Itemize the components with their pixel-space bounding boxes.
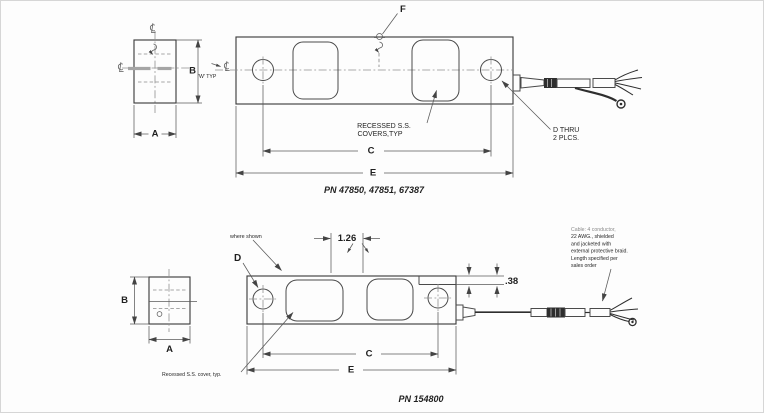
cable-sleeve [556,78,591,88]
where-shown-note: where shown [229,234,262,240]
ring-terminal-hole [619,102,623,106]
thread-callout-icon [378,42,383,52]
part-number-bottom: PN 154800 [398,394,443,404]
f-feature [376,33,383,40]
mini-leader [361,243,369,253]
cover-note: Recessed S.S. cover, typ. [162,372,221,378]
ground-wire [574,86,618,102]
end-view-outline [148,276,191,325]
frayed-wires [609,297,639,322]
w-typ-label: 'W' TYP [198,74,217,80]
braid-section [547,307,565,318]
leader-line [426,90,437,124]
braid-section [544,78,557,88]
bottom-main-view: 1.26 .38 where shown D C E [162,227,639,378]
load-cell-body-outline [246,275,457,325]
top-main-view: F 'W' TYP RECESSED S.S. COVERS,TYP D THR… [198,4,643,179]
leader-line [242,262,259,288]
recessed-cover [292,41,339,100]
cable-note-line4: external protective braid. [571,249,628,255]
hole-centerlines [424,284,452,312]
part-number-top: PN 47850, 47851, 67387 [324,185,425,195]
strain-relief-boot [520,76,545,89]
cable-note-line5: Length specified per [571,256,618,262]
dim-label-a: A [152,129,159,140]
cable-assembly [455,297,639,327]
strain-relief-boot [462,306,476,319]
dim-label-f: F [400,4,406,15]
dim-label-b: B [121,295,128,306]
dim-label-e: E [348,365,354,376]
top-drawing: B A F [117,4,643,195]
leader-line [211,63,221,67]
recessed-cover [366,278,414,321]
frayed-wires [614,69,643,96]
recessed-cover [411,39,460,102]
end-view-outline [133,39,177,104]
bottom-drawing: B A 1.26 [121,227,639,404]
centerline-symbol-icon [117,61,124,72]
hidden-lines [153,289,187,309]
leader-line [501,80,551,130]
ring-terminal-hole [631,320,634,324]
recessed-cover [285,279,344,322]
cable-note-line6: sales order [571,263,597,269]
dim-label-a: A [166,344,173,355]
cable-gland [455,304,464,321]
dim-label-c: C [366,349,373,360]
extension-lines [130,276,149,325]
dim-label-d: D [234,253,241,264]
leader-line [252,239,282,271]
thru-note-line2: 2 PLCS. [553,135,579,142]
leader-line [382,13,398,35]
dim-label-b: B [189,66,196,77]
bottom-end-view: B A [121,269,197,355]
extension-lines [330,233,364,273]
centerline-symbol-icon [223,60,230,71]
dim-value-38: .38 [505,276,518,287]
braid-texture [550,308,561,317]
extension-lines [148,326,191,344]
cable-note-line3: and jacketed with [571,241,611,247]
extension-lines [456,275,504,285]
dim-label-e: E [370,168,376,179]
braid-texture [547,79,552,87]
thread-callout-icon [152,44,157,54]
cable-note-line2: 22 AWG., shielded [571,234,614,240]
leader-line [602,268,612,302]
cable-assembly [512,69,643,109]
covers-note-line1: RECESSED S.S. [357,123,411,130]
step-edge [418,276,456,285]
dim-label-c: C [368,146,375,157]
mini-leader [347,243,354,253]
leader-line [240,312,294,373]
thru-note-line1: D THRU [553,127,579,134]
cable-sleeve [530,308,548,317]
top-end-view: B A [117,22,202,140]
cable-note-line1: Cable: 4 conductor, [571,227,616,233]
ring-terminal [628,317,637,327]
hole-centerlines [249,285,277,313]
cable-note: Cable: 4 conductor, 22 AWG., shielded an… [571,227,628,302]
covers-note-line2: COVERS,TYP [357,131,402,138]
ring-terminal [616,99,626,109]
cable-gland [512,74,521,92]
cable-sleeve [592,78,616,88]
small-hole [156,311,163,317]
extension-lines [235,106,514,178]
cable-sleeve [564,308,586,317]
cable-sleeve [589,308,611,317]
load-cell-body-outline [235,36,514,105]
extension-lines [246,326,457,375]
dim-value-126: 1.26 [338,233,357,244]
